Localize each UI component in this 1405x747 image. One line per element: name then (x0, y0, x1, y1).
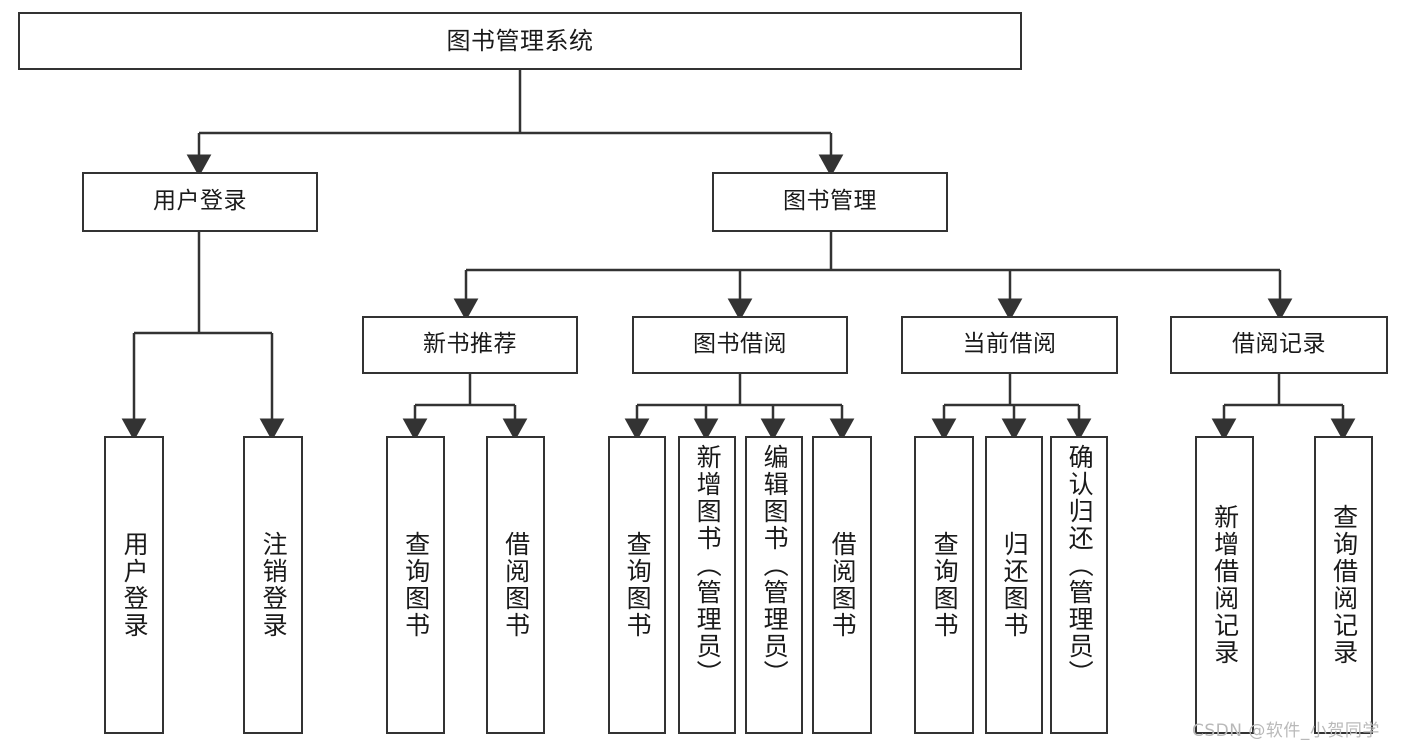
node-book-borrow[interactable]: 图书借阅 (632, 316, 848, 374)
node-label: 编辑图书（管理员） (760, 444, 790, 687)
node-label: 新增借阅记录 (1210, 504, 1240, 666)
node-label: 新书推荐 (423, 331, 517, 358)
node-label: 归还图书 (1000, 531, 1030, 639)
leaf-edit-book-admin[interactable]: 编辑图书（管理员） (745, 436, 803, 734)
node-label: 用户登录 (120, 531, 150, 639)
leaf-return-book[interactable]: 归还图书 (985, 436, 1043, 734)
node-book-management[interactable]: 图书管理 (712, 172, 948, 232)
leaf-borrow-book[interactable]: 借阅图书 (812, 436, 872, 734)
node-label: 注销登录 (259, 531, 289, 639)
node-label: 查询图书 (930, 531, 960, 639)
node-root-system[interactable]: 图书管理系统 (18, 12, 1022, 70)
leaf-confirm-return-admin[interactable]: 确认归还（管理员） (1050, 436, 1108, 734)
leaf-user-login[interactable]: 用户登录 (104, 436, 164, 734)
node-label: 借阅记录 (1232, 331, 1326, 358)
leaf-query-book-recommend[interactable]: 查询图书 (386, 436, 445, 734)
node-label: 查询图书 (401, 531, 431, 639)
leaf-query-book-current[interactable]: 查询图书 (914, 436, 974, 734)
node-current-borrow[interactable]: 当前借阅 (901, 316, 1118, 374)
leaf-logout-login[interactable]: 注销登录 (243, 436, 303, 734)
node-borrow-record[interactable]: 借阅记录 (1170, 316, 1388, 374)
node-label: 查询借阅记录 (1329, 504, 1359, 666)
node-label: 借阅图书 (501, 531, 531, 639)
leaf-add-book-admin[interactable]: 新增图书（管理员） (678, 436, 736, 734)
node-label: 图书管理系统 (446, 26, 594, 55)
csdn-watermark: CSDN @软件_小贺同学 (1192, 721, 1380, 741)
node-label: 确认归还（管理员） (1065, 444, 1095, 687)
leaf-query-book-borrow[interactable]: 查询图书 (608, 436, 666, 734)
leaf-add-borrow-record[interactable]: 新增借阅记录 (1195, 436, 1254, 734)
node-new-book-recommend[interactable]: 新书推荐 (362, 316, 578, 374)
node-label: 图书借阅 (693, 331, 787, 358)
node-label: 借阅图书 (828, 531, 858, 639)
node-label: 新增图书（管理员） (693, 444, 723, 687)
leaf-query-borrow-record[interactable]: 查询借阅记录 (1314, 436, 1373, 734)
node-label: 查询图书 (623, 531, 653, 639)
node-user-login[interactable]: 用户登录 (82, 172, 318, 232)
node-label: 图书管理 (783, 188, 877, 215)
leaf-borrow-book-recommend[interactable]: 借阅图书 (486, 436, 545, 734)
node-label: 用户登录 (153, 188, 247, 215)
node-label: 当前借阅 (962, 331, 1057, 358)
